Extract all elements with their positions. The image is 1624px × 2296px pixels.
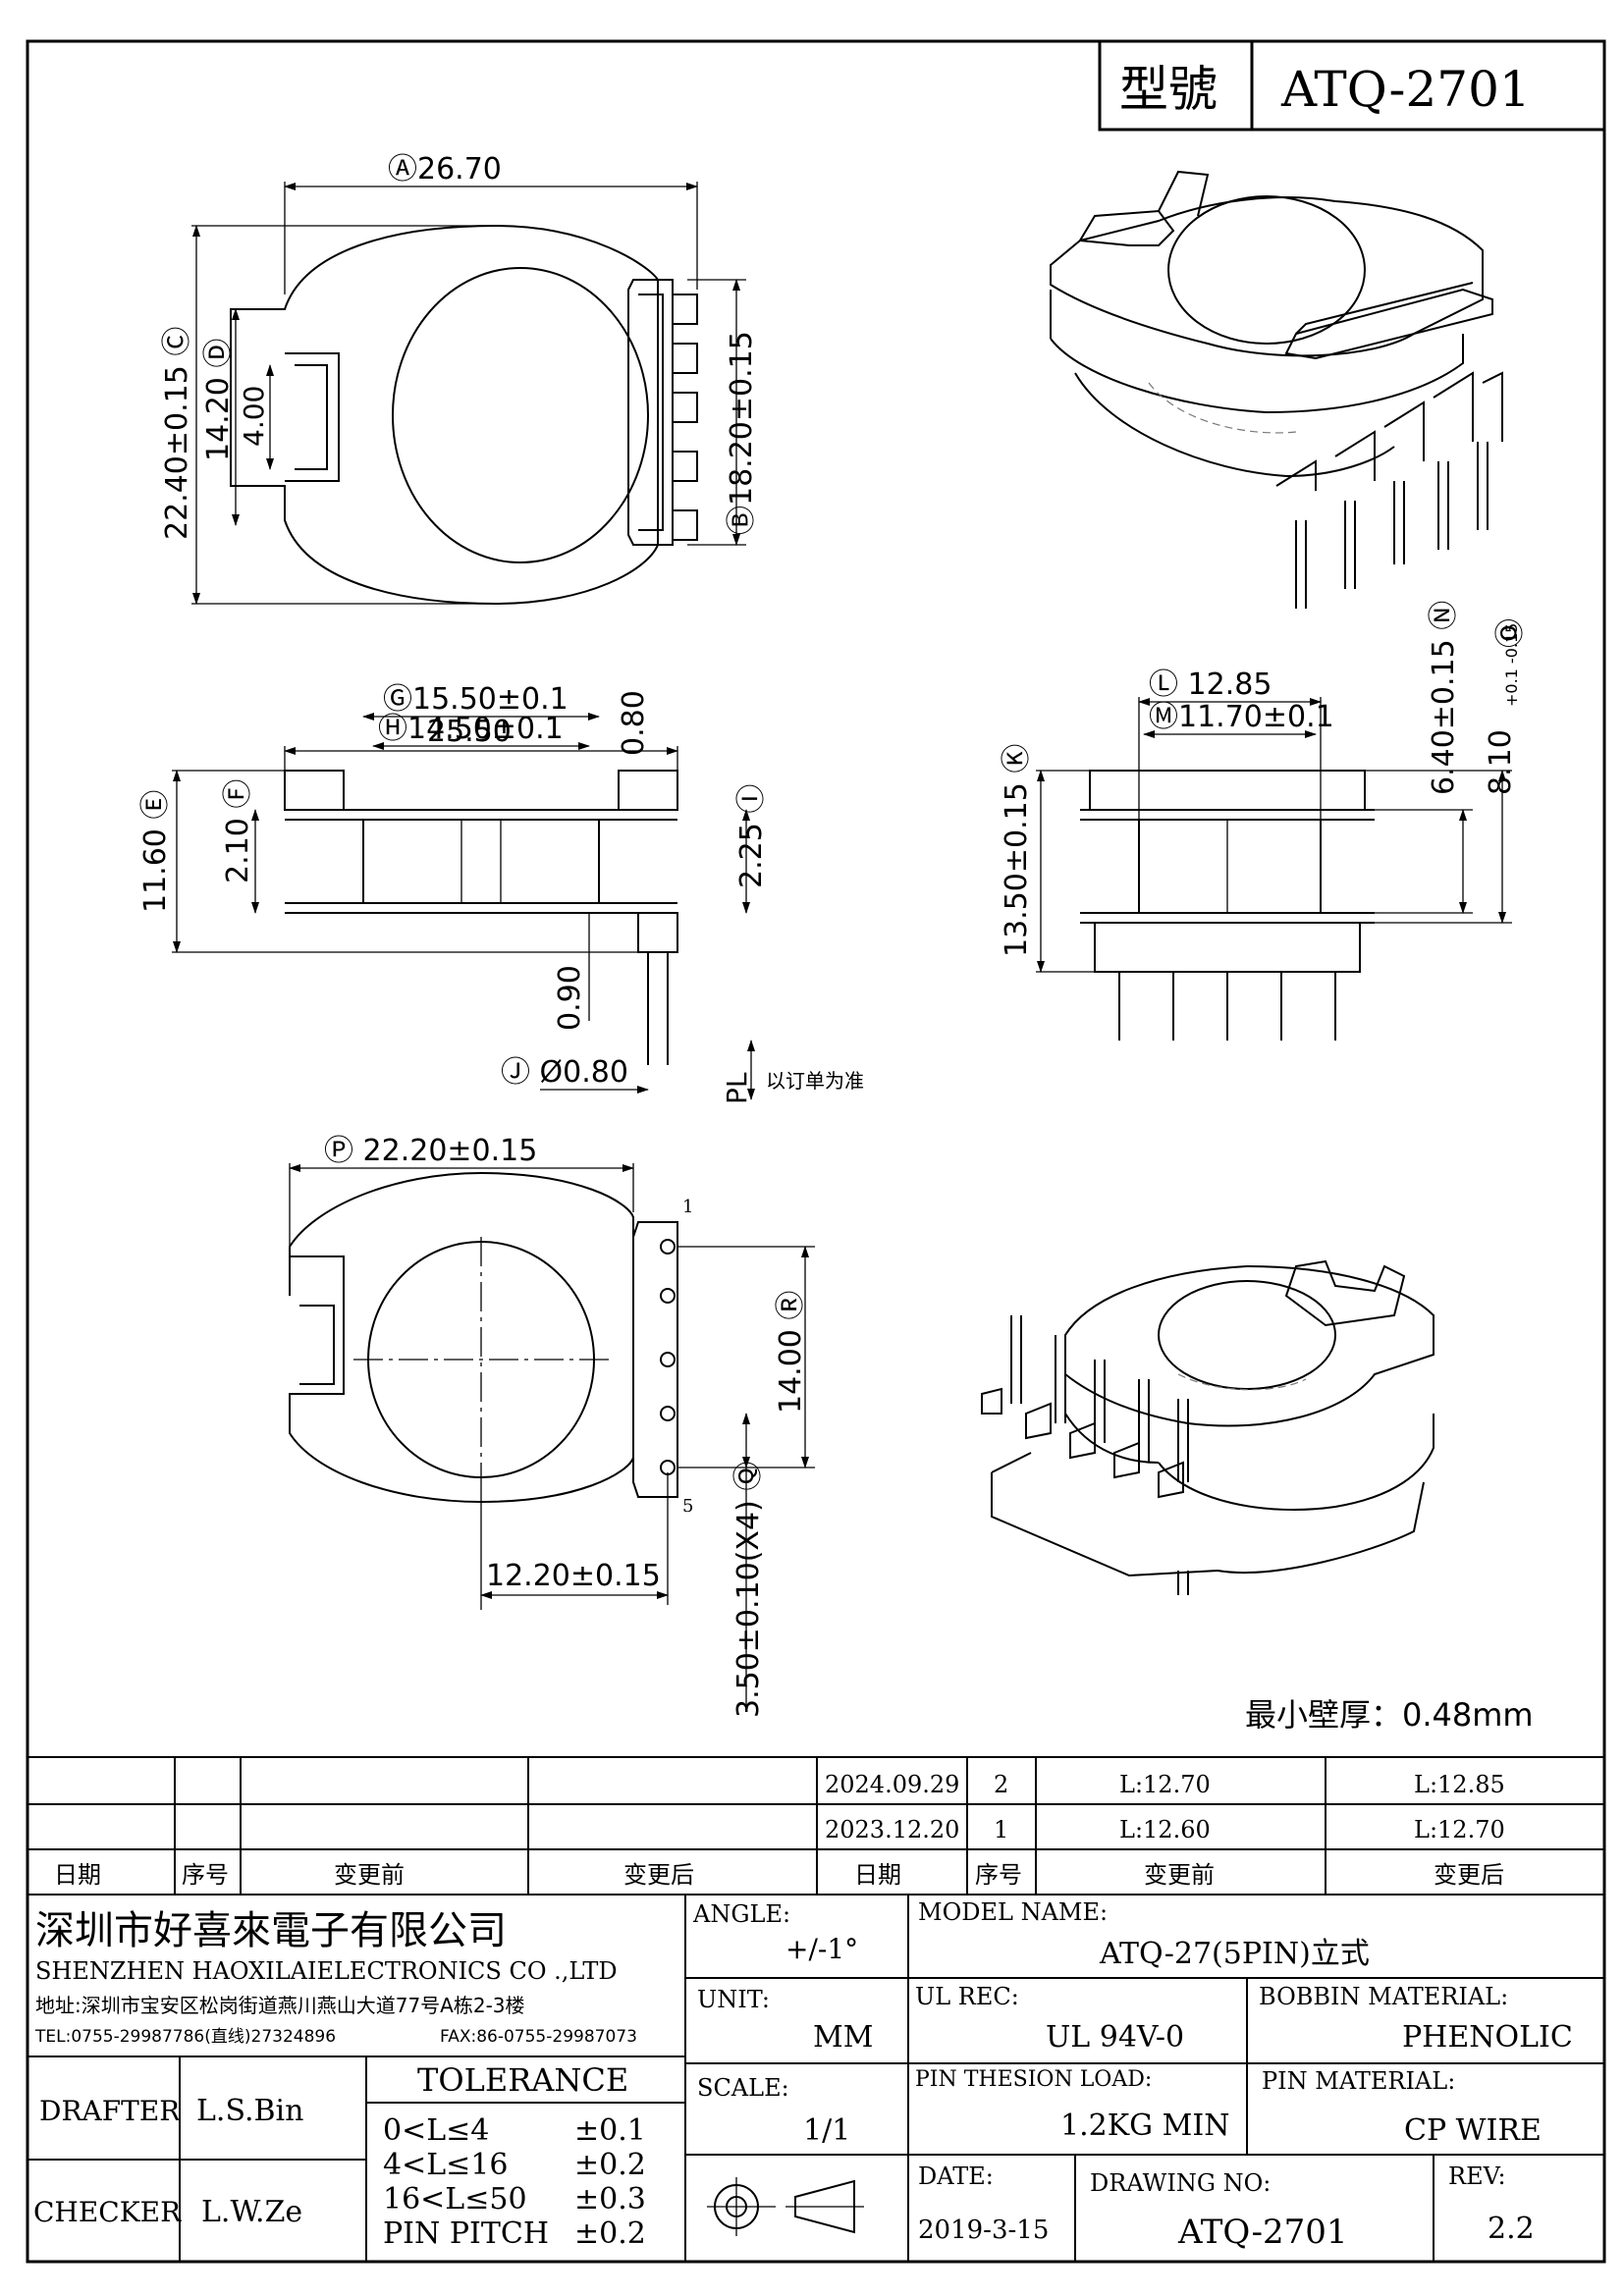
rev-row2-no: 1: [994, 1816, 1008, 1843]
tol-range-4: PIN PITCH: [383, 2216, 549, 2251]
scale-value: 1/1: [803, 2113, 850, 2148]
model-name-label: MODEL NAME:: [918, 1898, 1108, 1926]
rev-header-date-2: 日期: [854, 1861, 901, 1889]
rev-header-before-1: 变更前: [334, 1861, 405, 1889]
pin-1-label: 1: [682, 1197, 693, 1217]
company-name-cn: 深圳市好喜來電子有限公司: [35, 1908, 507, 1953]
date-value: 2019-3-15: [918, 2216, 1049, 2245]
side-view: Ⓛ 12.85 Ⓜ11.70±0.1 13.50±0.15 Ⓚ 6.40±0.1…: [1000, 601, 1528, 1041]
bobbin-label: BOBBIN MATERIAL:: [1259, 1983, 1508, 2010]
company-tel: TEL:0755-29987786(直线)27324896: [34, 2027, 336, 2047]
dim-pl: PL: [721, 1072, 753, 1104]
angle-label: ANGLE:: [692, 1900, 790, 1928]
dim-b: Ⓑ18.20±0.15: [725, 331, 759, 535]
dim-e: 11.60 Ⓔ: [138, 790, 173, 913]
unit-label: UNIT:: [697, 1986, 770, 2013]
drafter-value: L.S.Bin: [196, 2094, 303, 2128]
dim-4: 4.00: [238, 386, 270, 447]
tol-value-3: ±0.3: [574, 2182, 646, 2216]
type-label: 型號: [1119, 61, 1218, 118]
tol-range-3: 16<L≤50: [383, 2182, 527, 2216]
drawing-no-value: ATQ-2701: [1177, 2213, 1348, 2252]
rev-row1-date: 2024.09.29: [825, 1771, 959, 1798]
dim-f: 2.10 Ⓕ: [221, 779, 255, 883]
ul-value: UL 94V-0: [1046, 2020, 1184, 2055]
header-model: ATQ-2701: [1280, 61, 1531, 118]
rev-header-after-2: 变更后: [1434, 1861, 1504, 1889]
isometric-view-top: [1050, 170, 1503, 609]
tol-value-2: ±0.2: [574, 2148, 646, 2182]
isometric-view-bottom: [981, 1259, 1435, 1595]
pin-load-value: 1.2KG MIN: [1060, 2109, 1229, 2143]
drawing-no-label: DRAWING NO:: [1090, 2169, 1271, 2197]
rev-header-date-1: 日期: [54, 1861, 101, 1889]
dim-a: Ⓐ26.70: [388, 152, 502, 187]
date-label: DATE:: [918, 2163, 994, 2190]
dim-1220: 12.20±0.15: [486, 1559, 661, 1593]
dim-080: 0.80: [617, 690, 651, 756]
min-wall-note: 最小壁厚：0.48mm: [1245, 1696, 1534, 1734]
scale-label: SCALE:: [697, 2074, 789, 2102]
title-block: 深圳市好喜來電子有限公司 SHENZHEN HAOXILAIELECTRONIC…: [27, 1894, 1605, 2263]
unit-value: MM: [813, 2020, 873, 2055]
dim-g: Ⓖ15.50±0.1: [383, 682, 568, 717]
pin-5-label: 5: [682, 1496, 693, 1517]
company-address: 地址:深圳市宝安区松岗街道燕川燕山大道77号A栋2-3楼: [35, 1994, 525, 2017]
pl-note: 以订单为准: [766, 1069, 864, 1093]
drafter-label: DRAFTER: [39, 2095, 181, 2127]
rev-row1-after: L:12.85: [1414, 1771, 1505, 1798]
rev-header-no-1: 序号: [182, 1861, 229, 1889]
tol-value-1: ±0.1: [574, 2113, 646, 2148]
rev-label: REV:: [1448, 2163, 1506, 2190]
dim-o: Ⓞ: [1493, 618, 1528, 648]
dim-o-main: 8.10: [1484, 729, 1518, 795]
angle-value: +/-1°: [785, 1933, 858, 1965]
ul-label: UL REC:: [915, 1983, 1019, 2010]
rev-row1-no: 2: [994, 1771, 1008, 1798]
dim-r: 14.00 Ⓡ: [774, 1291, 808, 1414]
pin-load-label: PIN THESION LOAD:: [915, 2067, 1152, 2092]
rev-header-after-1: 变更后: [623, 1861, 694, 1889]
tolerance-label: TOLERANCE: [417, 2061, 628, 2099]
rev-row2-after: L:12.70: [1414, 1816, 1505, 1843]
model-name-value: ATQ-27(5PIN)立式: [1099, 1937, 1370, 1971]
rev-row1-before: L:12.70: [1119, 1771, 1211, 1798]
dim-n: 6.40±0.15 Ⓝ: [1427, 601, 1461, 795]
pin-material-label: PIN MATERIAL:: [1262, 2067, 1455, 2095]
tol-range-1: 0<L≤4: [383, 2113, 489, 2148]
dim-090: 0.90: [553, 965, 587, 1031]
dim-j: Ⓙ Ø0.80: [501, 1055, 628, 1090]
projection-symbol: [707, 2177, 864, 2236]
pin-material-value: CP WIRE: [1404, 2113, 1542, 2148]
front-view: 25.50 Ⓖ15.50±0.1 Ⓗ14.50±0.1 0.80 11.60 Ⓔ…: [138, 682, 864, 1104]
rev-row2-date: 2023.12.20: [825, 1816, 959, 1843]
dim-i: 2.25 Ⓘ: [734, 784, 769, 888]
rev-header-before-2: 变更前: [1144, 1861, 1215, 1889]
tol-value-4: ±0.2: [574, 2216, 646, 2251]
top-view: Ⓐ26.70 22.40±0.15 Ⓒ 14.20 Ⓓ 4.00 Ⓑ18.20±…: [160, 152, 759, 606]
rev-header-no-2: 序号: [975, 1861, 1022, 1889]
dim-l: Ⓛ 12.85: [1149, 667, 1272, 702]
revision-table: 2024.09.29 2 L:12.70 L:12.85 2023.12.20 …: [27, 1756, 1605, 1896]
company-name-en: SHENZHEN HAOXILAIELECTRONICS CO .,LTD: [35, 1957, 618, 1985]
company-fax: FAX:86-0755-29987073: [440, 2027, 637, 2047]
tol-range-2: 4<L≤16: [383, 2148, 508, 2182]
dim-d: 14.20 Ⓓ: [201, 339, 236, 461]
rev-value: 2.2: [1488, 2212, 1535, 2246]
dim-q: 3.50±0.10(X4) Ⓠ: [731, 1462, 766, 1718]
bottom-view: 1 5 Ⓟ 22.20±0.15 14.00 Ⓡ 3.50±0.10(X4) Ⓠ…: [289, 1134, 815, 1718]
dim-c: 22.40±0.15 Ⓒ: [160, 327, 194, 540]
dim-h: Ⓗ14.50±0.1: [378, 712, 564, 746]
dim-k: 13.50±0.15 Ⓚ: [1000, 744, 1034, 957]
checker-value: L.W.Ze: [201, 2195, 302, 2229]
rev-row2-before: L:12.60: [1119, 1816, 1211, 1843]
dim-o-tol: +0.1 -0.15: [1502, 623, 1521, 707]
model-header-box: 型號 ATQ-2701: [1098, 39, 1606, 132]
bobbin-value: PHENOLIC: [1402, 2020, 1573, 2055]
checker-label: CHECKER: [33, 2196, 182, 2228]
dim-p: Ⓟ 22.20±0.15: [324, 1134, 537, 1168]
dim-m: Ⓜ11.70±0.1: [1149, 700, 1334, 734]
